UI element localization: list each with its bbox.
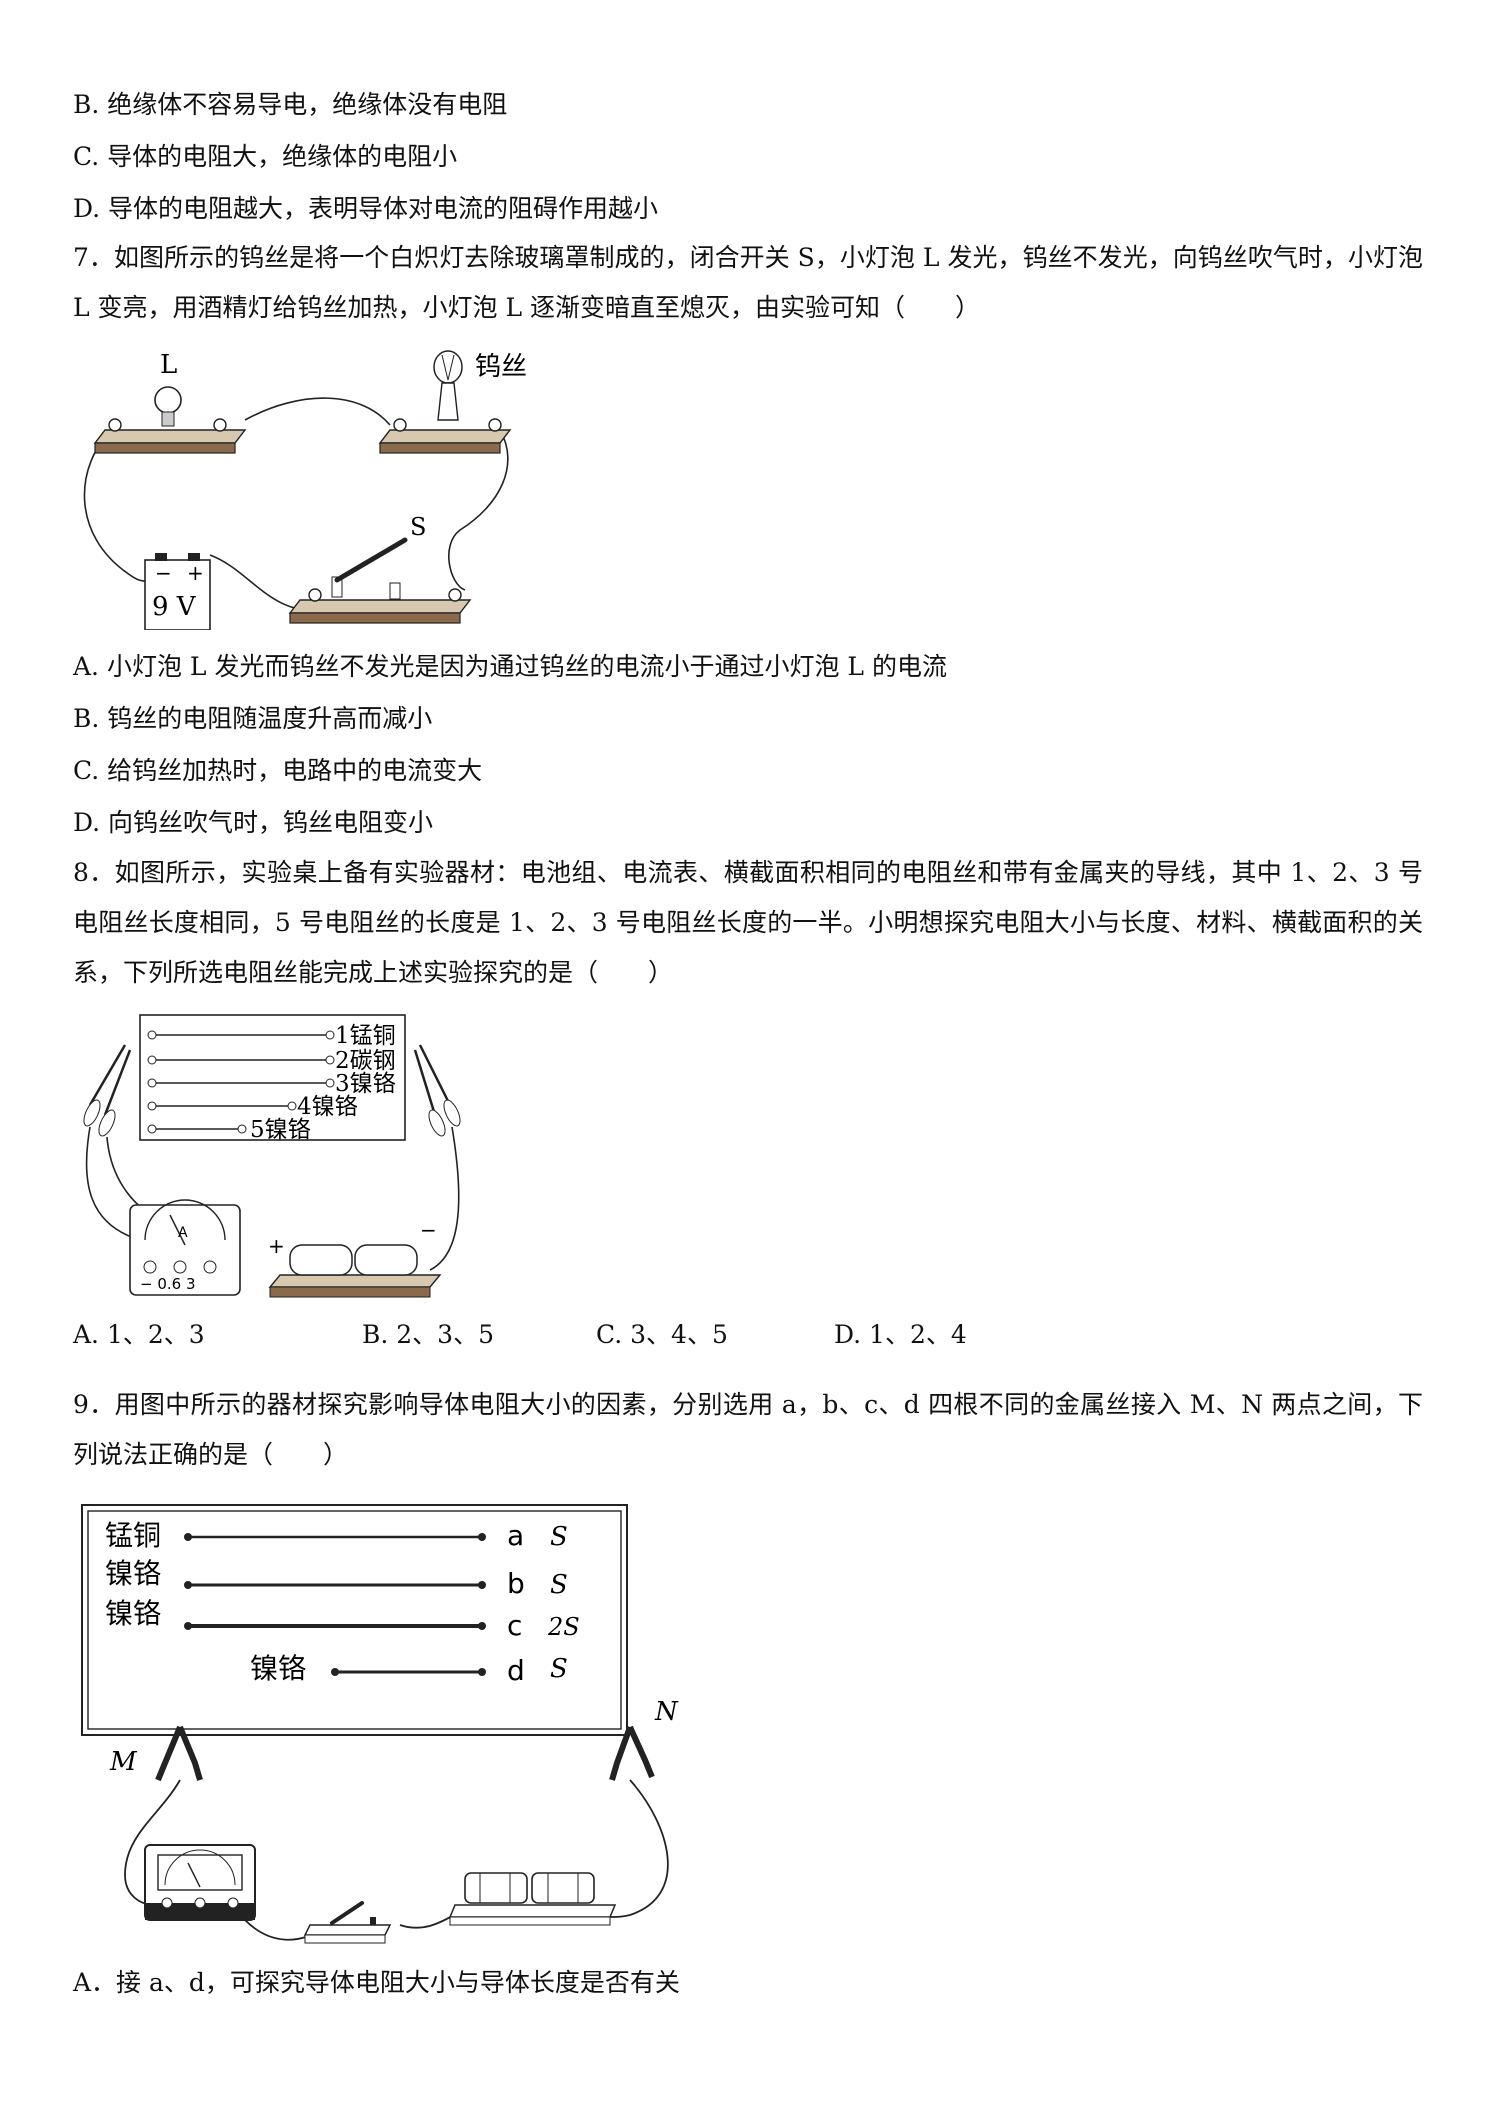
row-d-material: 镍铬 [250,1652,306,1685]
option-d-prev: D. 导体的电阻越大，表明导体对电流的阻碍作用越小 [73,194,659,223]
q9-battery-cell-icon [464,1872,528,1904]
q8-battery-minus: − [420,1218,437,1242]
q8-option-c: C. 3、4、5 [596,1320,728,1349]
switch-lever-icon [334,537,408,583]
row-c-area: 2S [547,1613,580,1641]
q8-stem: 8．如图所示，实验桌上备有实验器材：电池组、电流表、横截面积相同的电阻丝和带有金… [73,858,1423,987]
q9-option-a: A．接 a、d，可探究导体电阻大小与导体长度是否有关 [73,1968,680,1997]
row-a-letter: a [507,1519,524,1552]
wire-label-3: 3镍铬 [335,1071,396,1097]
lamp-board [93,429,247,444]
battery-voltage: 9 V [152,592,197,622]
terminal-icon [308,588,322,602]
q7-option-d: D. 向钨丝吹气时，钨丝电阻变小 [73,808,434,837]
row-c-material: 镍铬 [105,1597,161,1630]
terminal-icon [393,418,407,432]
q7-option-b: B. 钨丝的电阻随温度升高而减小 [73,704,433,733]
q7-circuit-figure: L 钨丝 − + 9 V S [83,350,527,630]
resistance-wire-board [139,1014,406,1141]
q8-option-b: B. 2、3、5 [362,1320,494,1349]
filament-label: 钨丝 [475,352,527,382]
q9-switch-board [303,1924,392,1936]
q9-battery-board [448,1904,617,1918]
row-b-area: S [550,1570,568,1600]
clip-right-icon [413,1044,452,1116]
q7-wire [244,397,391,426]
q7-stem: 7．如图所示的钨丝是将一个白炽灯去除玻璃罩制成的，闭合开关 S，小灯泡 L 发光… [73,243,1423,322]
switch-label: S [410,513,426,541]
battery-9v [144,559,211,630]
wire-label-4: 4镍铬 [297,1094,358,1120]
point-m: M [109,1747,138,1777]
clip-m-icon [155,1725,203,1782]
q7-option-c: C. 给钨丝加热时，电路中的电流变大 [73,756,483,785]
battery-cell-icon [354,1244,418,1276]
q7-wire [448,429,509,591]
option-b-prev: B. 绝缘体不容易导电，绝缘体没有电阻 [73,90,508,119]
terminal-icon [448,588,462,602]
wire-label-5: 5镍铬 [250,1117,311,1143]
battery-plus: + [187,561,204,585]
point-n: N [654,1697,679,1727]
q8-option-a: A. 1、2、3 [73,1320,205,1349]
q9-stem: 9．用图中所示的器材探究影响导体电阻大小的因素，分别选用 a，b、c、d 四根不… [73,1390,1423,1469]
clip-left-icon [88,1044,132,1116]
row-a-area: S [550,1522,568,1552]
wire-label-2: 2碳钢 [335,1048,396,1074]
terminal-icon [108,418,122,432]
q8-option-d: D. 1、2、4 [834,1320,967,1349]
row-a-material: 锰铜 [105,1519,161,1552]
switch-board [288,599,472,614]
terminal-icon [213,418,227,432]
ammeter-terminals: − 0.6 3 [140,1275,196,1293]
battery-board [268,1274,442,1288]
lamp-bulb-icon [154,386,182,414]
clip-n-icon [609,1725,655,1781]
q9-apparatus-figure: 锰铜 a S 镍铬 b S 镍铬 c 2S 镍铬 d S M N [81,1504,679,1944]
row-b-material: 镍铬 [105,1557,161,1590]
wire-board [81,1504,628,1736]
q9-battery-cell-icon [531,1872,595,1904]
q9-switch-lever-icon [330,1901,364,1925]
terminal-icon [488,418,502,432]
filament-board [378,429,512,444]
row-d-area: S [550,1654,568,1684]
lamp-label: L [160,350,177,380]
q8-battery-plus: + [268,1234,285,1258]
q8-apparatus-figure: 1锰铜 2碳钢 3镍铬 4镍铬 5镍铬 A − 0.6 3 + − [83,1014,461,1298]
battery-minus: − [155,561,172,585]
option-c-prev: C. 导体的电阻大，绝缘体的电阻小 [73,142,458,171]
ammeter-symbol: A [178,1225,188,1241]
row-d-letter: d [507,1654,525,1687]
wire-label-1: 1锰铜 [335,1023,396,1049]
battery-cell-icon [289,1244,353,1276]
row-c-letter: c [507,1609,522,1642]
q7-option-a: A. 小灯泡 L 发光而钨丝不发光是因为通过钨丝的电流小于通过小灯泡 L 的电流 [73,652,947,681]
row-b-letter: b [507,1567,525,1600]
